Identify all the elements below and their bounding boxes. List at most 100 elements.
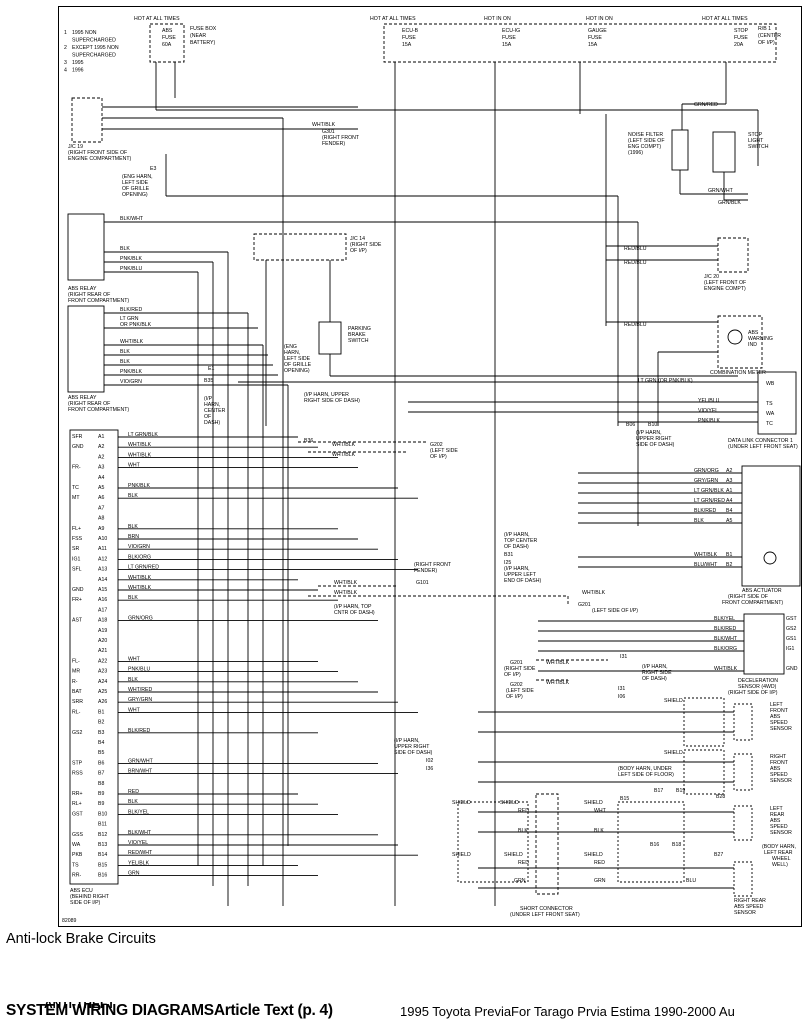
ecu-signal-pin: AST bbox=[72, 618, 83, 624]
bh2-3: WHEEL bbox=[772, 856, 791, 862]
abs-ecu-1: ABS ECU bbox=[70, 888, 93, 894]
ecu-signal-pin: SFL bbox=[72, 567, 82, 573]
bh1-1: (BODY HARN, UNDER bbox=[618, 766, 672, 772]
b06-1: B06 bbox=[626, 422, 635, 428]
ecu-pin: A2 bbox=[98, 444, 104, 450]
i31-3: RIGHT SIDE bbox=[642, 670, 672, 676]
legend-num: 1 bbox=[64, 30, 67, 36]
ecu-pin: B12 bbox=[98, 832, 107, 838]
ecu-wire-label: BLK/WHT bbox=[128, 830, 152, 836]
jc14-2: (RIGHT SIDE bbox=[350, 242, 382, 248]
legend-text: 1995 NON bbox=[72, 30, 97, 36]
decel-pin: GND bbox=[786, 666, 798, 672]
rb1-3: OF I/P) bbox=[758, 40, 775, 46]
jc19-2: (RIGHT FRONT SIDE OF bbox=[68, 150, 127, 156]
speed-sensor-label: SENSOR bbox=[734, 910, 756, 916]
speed-sensor-label: SENSOR bbox=[770, 726, 792, 732]
relay2-wire-label: BLK bbox=[120, 359, 130, 365]
ecu-wire-label: BLK/ORG bbox=[128, 554, 151, 560]
dlc-pin: WB bbox=[766, 381, 775, 387]
speed-sensor-label: SPEED bbox=[770, 772, 788, 778]
fuse-stop-1: STOP bbox=[734, 28, 749, 34]
decel-pin: GS2 bbox=[786, 626, 796, 632]
nf-3: ENG COMPT) bbox=[628, 144, 661, 150]
ecu-pin: A3 bbox=[98, 465, 104, 471]
legend-text: 1995 bbox=[72, 60, 84, 66]
speed-sensor-label: SPEED bbox=[770, 824, 788, 830]
ecu-wire-label: GRN/ORG bbox=[128, 616, 153, 622]
ecu-signal-pin: FSS bbox=[72, 536, 83, 542]
dlc-pin: WA bbox=[766, 411, 775, 417]
warn-3: IND bbox=[748, 342, 757, 348]
ecu-wire-label: WHT/BLK bbox=[128, 452, 152, 458]
actuator-wire-label: BLK bbox=[694, 518, 704, 524]
actuator-wire-label: WHT/BLK bbox=[694, 552, 718, 558]
speed-sensor-label: SENSOR bbox=[770, 830, 792, 836]
fuse-ecuig-3: 15A bbox=[502, 42, 512, 48]
pkb-3: SWITCH bbox=[348, 338, 369, 344]
g202-1: G202 bbox=[430, 442, 443, 448]
relay1-2: (RIGHT REAR OF bbox=[68, 292, 110, 298]
nf-4: (1996) bbox=[628, 150, 643, 156]
abs-ecu-2: (BEHIND RIGHT bbox=[70, 894, 110, 900]
warn-2: WARNING bbox=[748, 336, 773, 342]
b06-3: (I/P HARN, bbox=[636, 430, 662, 436]
ecu-wire-label: BLK/RED bbox=[128, 728, 150, 734]
g202b-1: G202 bbox=[510, 682, 523, 688]
dlc-2: (UNDER LEFT FRONT SEAT) bbox=[728, 444, 798, 450]
g202b-2: (LEFT SIDE bbox=[506, 688, 534, 694]
sls-2: LIGHT bbox=[748, 138, 764, 144]
ecu-wire-label: BLK bbox=[128, 493, 138, 499]
sc-wire-8: GRN bbox=[594, 878, 606, 884]
decel-wire-label: BLK/WHT bbox=[714, 636, 738, 642]
i31-4: OF DASH) bbox=[642, 676, 667, 682]
b36-3: B36 bbox=[304, 438, 313, 444]
ecu-pin: A23 bbox=[98, 669, 107, 675]
actuator-wire-label: LT GRN/RED bbox=[694, 498, 725, 504]
nf-1: NOISE FILTER bbox=[628, 132, 663, 138]
speed-sensor-label: RIGHT bbox=[770, 754, 787, 760]
b36-1: (I/P HARN, UPPER bbox=[304, 392, 349, 398]
b35-4: CENTER bbox=[204, 408, 226, 414]
ecu-pin: A25 bbox=[98, 689, 107, 695]
shield-2: SHIELD bbox=[664, 750, 683, 756]
relay1-wire-label: BLK/WHT bbox=[120, 216, 144, 222]
footer-overlay-text: ANTI-THEFT bbox=[44, 1002, 115, 1011]
relay2-wire-label: BLK bbox=[120, 349, 130, 355]
ecu-wire-label: RED bbox=[128, 789, 139, 795]
actuator-wire-label: LT GRN/BLK bbox=[694, 488, 724, 494]
ecu-wire-label: VIO/YEL bbox=[128, 840, 148, 846]
ecu-signal-pin: MR bbox=[72, 669, 80, 675]
actuator-pin: A2 bbox=[726, 468, 732, 474]
e3-5: OPENING) bbox=[122, 192, 148, 198]
g202-2: (LEFT SIDE bbox=[430, 448, 458, 454]
ecu-pin: A10 bbox=[98, 536, 107, 542]
hot-label-4: HOT IN ON bbox=[586, 16, 613, 22]
fuse-abs-2: FUSE bbox=[162, 35, 176, 41]
shield-8: SHIELD bbox=[584, 852, 603, 858]
relay1-wire-label: BLK bbox=[120, 246, 130, 252]
short-conn-2: (UNDER LEFT FRONT SEAT) bbox=[510, 912, 580, 918]
ecu-pin: A11 bbox=[98, 546, 107, 552]
ecu-pin: B6 bbox=[98, 760, 104, 766]
ecu-pin: A2 bbox=[98, 454, 104, 460]
relay2-2: (RIGHT REAR OF bbox=[68, 401, 110, 407]
g201b-3: OF I/P) bbox=[504, 672, 521, 678]
dlc-pin: TS bbox=[766, 401, 773, 407]
fuse-ecuig-2: FUSE bbox=[502, 35, 516, 41]
ecu-pin: B10 bbox=[98, 811, 107, 817]
g301-3: FENDER) bbox=[322, 141, 345, 147]
g201-1: G201 bbox=[578, 602, 591, 608]
decel-3: (RIGHT SIDE OF I/P) bbox=[728, 690, 778, 696]
ecu-wire-label: PNK/BLK bbox=[128, 483, 150, 489]
b31-1: (I/P HARN, bbox=[504, 532, 530, 538]
b06-5: SIDE OF DASH) bbox=[636, 442, 675, 448]
relay2-wire-label: PNK/BLK bbox=[120, 369, 142, 375]
ecu-pin: A21 bbox=[98, 648, 107, 654]
ecu-wire-label: GRY/GRN bbox=[128, 697, 152, 703]
ecu-pin: B9 bbox=[98, 801, 104, 807]
relay1-wire-label: PNK/BLU bbox=[120, 266, 142, 272]
g202-3: OF I/P) bbox=[430, 454, 447, 460]
ecu-signal-pin: RR+ bbox=[72, 791, 83, 797]
ecu-pin: A7 bbox=[98, 505, 104, 511]
